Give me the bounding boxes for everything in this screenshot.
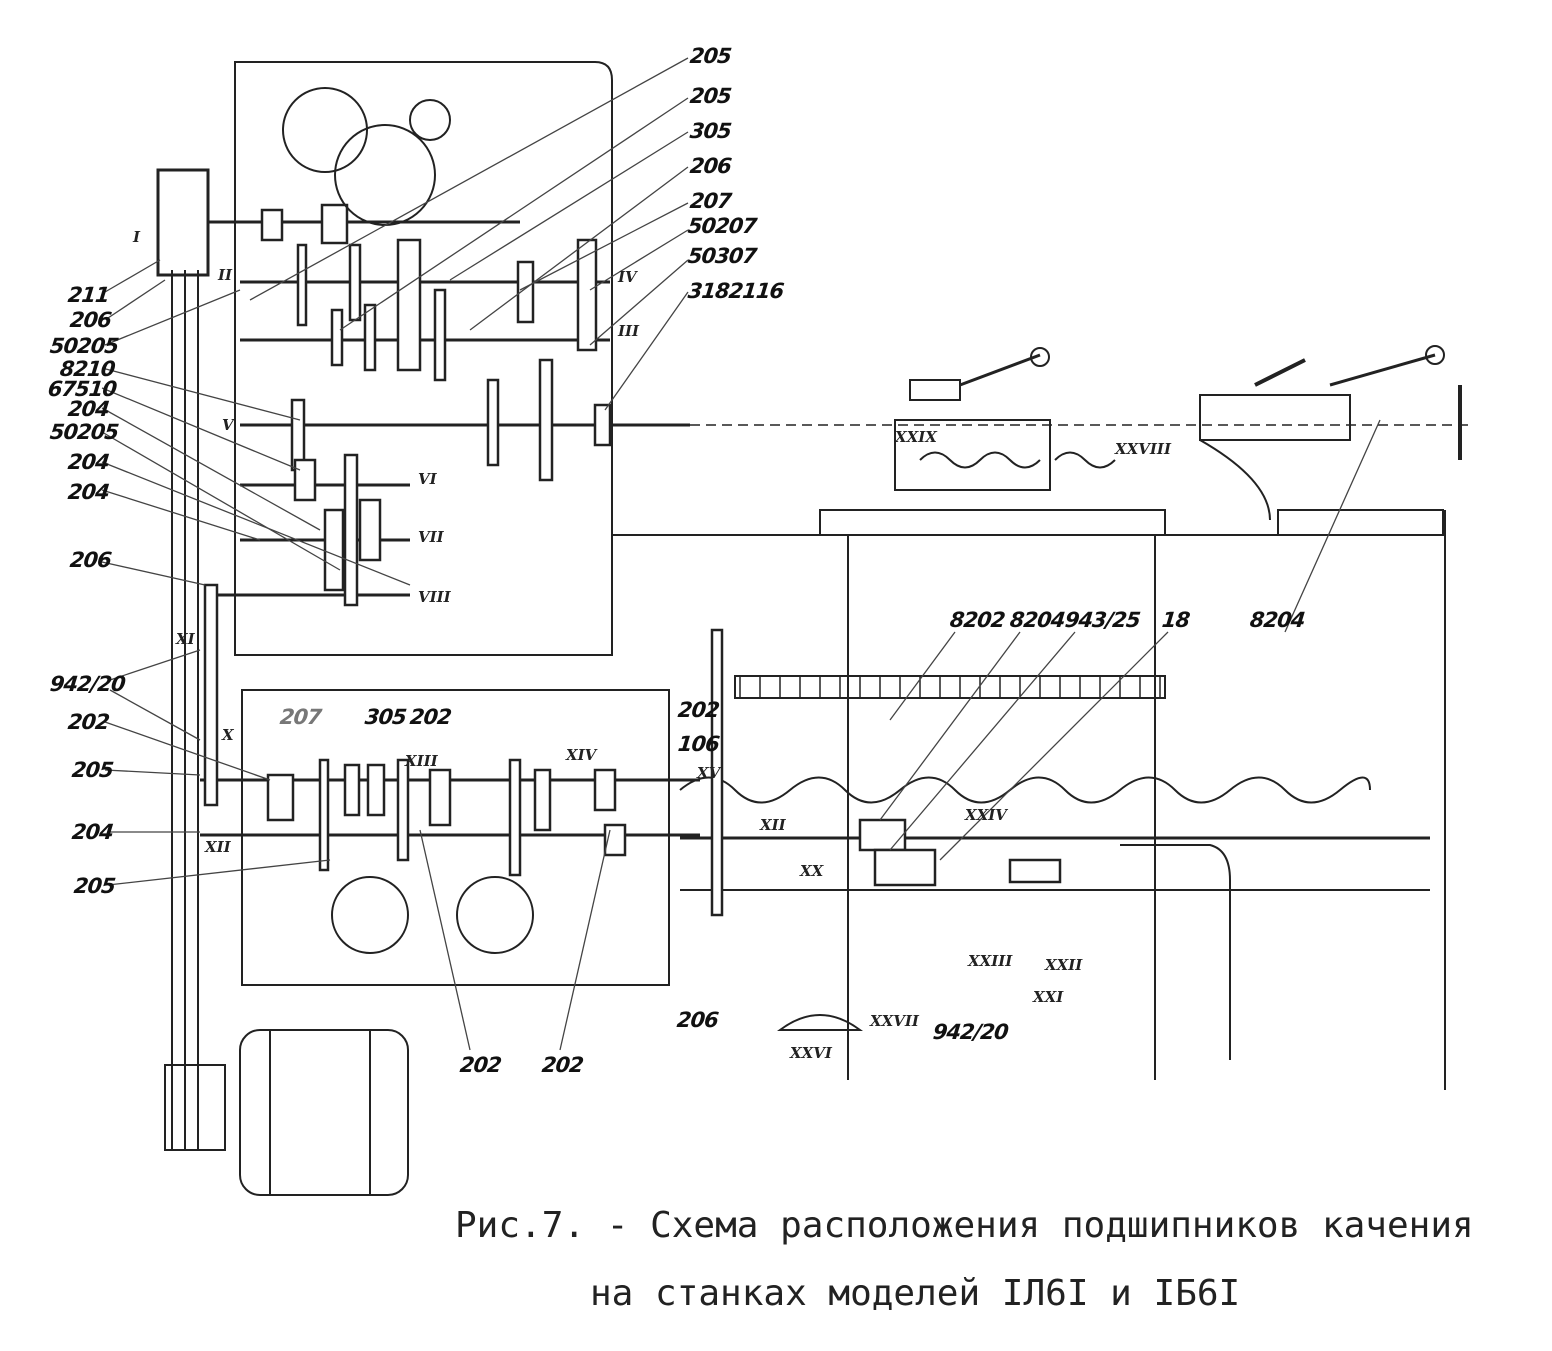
bearing-label: 3182116 [686,279,785,303]
shaft-label: VI [418,470,437,488]
bearing-label: 202 [408,705,453,729]
shaft-label: IV [618,268,637,286]
bearing-label: 943/25 [1063,608,1141,632]
bearing-label: 50205 [48,334,120,358]
bearing-label: 206 [68,308,113,332]
shaft-label: I [133,228,141,246]
motor [239,1029,409,1196]
rack [734,675,1166,699]
bearing-label: 202 [66,710,111,734]
shaft-label: XXI [1033,988,1064,1006]
bearing-label: 211 [66,283,111,307]
bearing-label: 205 [72,874,117,898]
bearing-label: 204 [66,397,111,421]
shaft-label: XII [760,816,786,834]
bearing-label: 202 [676,698,721,722]
figure-caption-line1: Рис.7. - Схема расположения подшипников … [455,1205,1474,1246]
shaft-label: V [222,416,234,434]
shaft-label: VII [418,528,444,546]
bearing-label: 207 [688,189,733,213]
shaft-label: X [222,726,234,744]
shaft-label: VIII [418,588,451,606]
bearing-label: 202 [540,1053,585,1077]
bearing-label: 305 [363,705,408,729]
bearing-label: 8204 [1008,608,1066,632]
shaft-label: XXVIII [1115,440,1171,458]
shaft-label: XIII [405,752,438,770]
bearing-label: 204 [66,480,111,504]
bearing-label: 8204 [1248,608,1306,632]
bearing-label: 18 [1160,608,1191,632]
headstock-housing [234,61,613,656]
shaft-label: XII [205,838,231,856]
bearing-label: 204 [70,820,115,844]
carriage-slide [819,509,1166,536]
bearing-label: 942/20 [931,1020,1009,1044]
bearing-label: 206 [675,1008,720,1032]
bearing-label: 205 [70,758,115,782]
bearing-label: 204 [66,450,111,474]
bearing-label: 202 [458,1053,503,1077]
shaft-label: XXIII [968,952,1013,970]
shaft-label: XX [800,862,824,880]
figure-caption-line2: на станках моделей IЛ6I и IБ6I [590,1273,1241,1314]
bearing-label: 50205 [48,420,120,444]
bearing-label: 942/20 [48,672,126,696]
bearing-label: 206 [68,548,113,572]
shaft-label: XXVI [790,1044,832,1062]
bearing-label: 106 [676,732,721,756]
shaft-label: XXII [1045,956,1083,974]
lead-screw [679,776,1371,804]
shaft-label: XIV [566,746,597,764]
bearing-label: 305 [688,119,733,143]
pulley [156,168,210,277]
bearing-label: 50207 [686,214,758,238]
bearing-label: 207 [278,705,323,729]
bearing-label: 206 [688,154,733,178]
bearing-label: 205 [688,44,733,68]
shaft-label: XXIX [895,428,937,446]
shaft-label: XI [176,630,195,648]
shaft-label: XV [697,764,721,782]
bearing-label: 205 [688,84,733,108]
shaft-label: XXIV [965,806,1007,824]
shaft-label: II [218,266,233,284]
shaft-label: XXVII [870,1012,919,1030]
shaft-label: III [618,322,640,340]
bearing-label: 8202 [948,608,1006,632]
bearing-label: 50307 [686,244,758,268]
